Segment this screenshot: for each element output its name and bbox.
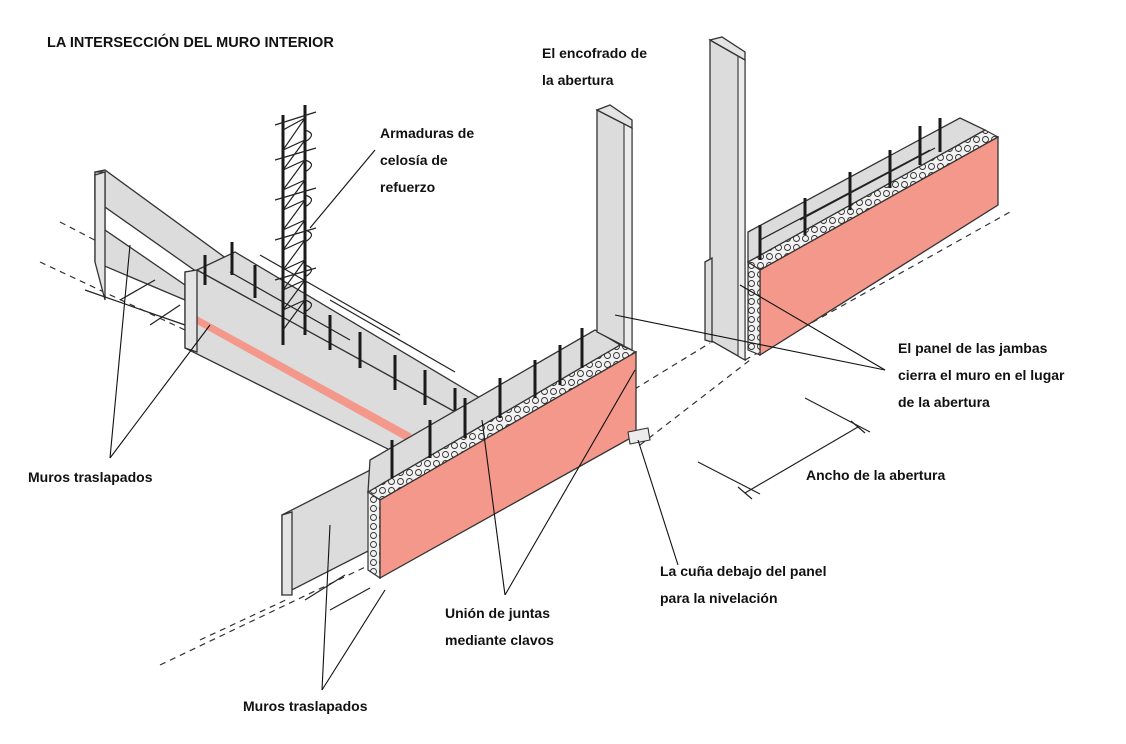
label-panel-jambas: El panel de las jambas cierra el muro en… bbox=[898, 335, 1065, 416]
label-encofrado: El encofrado de la abertura bbox=[542, 40, 647, 94]
label-line: Unión de juntas bbox=[445, 605, 550, 621]
label-line: Muros traslapados bbox=[28, 469, 153, 485]
label-line: de la abertura bbox=[898, 394, 990, 410]
label-line: la abertura bbox=[542, 72, 614, 88]
opening-width-dimension bbox=[697, 397, 871, 500]
right-pink-wall bbox=[746, 117, 1000, 357]
label-line: Muros traslapados bbox=[243, 698, 368, 714]
label-armaduras: Armaduras de celosía de refuerzo bbox=[380, 120, 474, 201]
opening-formwork-left bbox=[595, 104, 633, 352]
opening-formwork-right bbox=[704, 36, 746, 362]
label-ancho-abertura: Ancho de la abertura bbox=[806, 462, 945, 489]
label-cuna: La cuña debajo del panel para la nivelac… bbox=[660, 558, 826, 612]
leveling-wedge bbox=[627, 427, 651, 445]
label-muros-traslapados-left: Muros traslapados bbox=[28, 464, 152, 491]
rebar-stubs-front bbox=[390, 328, 584, 478]
label-line: El encofrado de bbox=[542, 45, 648, 61]
label-muros-traslapados-bottom: Muros traslapados bbox=[243, 693, 367, 720]
label-line: El panel de las jambas bbox=[898, 340, 1048, 356]
label-line: para la nivelación bbox=[660, 590, 778, 606]
label-line: celosía de bbox=[380, 152, 448, 168]
front-left-lapped-wall bbox=[281, 463, 381, 611]
label-line: mediante clavos bbox=[445, 632, 554, 648]
page-title: LA INTERSECCIÓN DEL MURO INTERIOR bbox=[47, 35, 334, 51]
label-line: cierra el muro en el lugar bbox=[898, 367, 1065, 383]
label-line: Ancho de la abertura bbox=[806, 467, 946, 483]
label-line: refuerzo bbox=[380, 179, 436, 195]
rebar-stubs-right bbox=[758, 118, 942, 260]
label-union-juntas: Unión de juntas mediante clavos bbox=[445, 600, 554, 654]
label-line: La cuña debajo del panel bbox=[660, 563, 827, 579]
rebar-stubs-middle bbox=[203, 242, 457, 425]
leader-lines bbox=[109, 149, 886, 691]
truss-reinforcement bbox=[274, 105, 317, 345]
label-line: Armaduras de bbox=[380, 125, 475, 141]
